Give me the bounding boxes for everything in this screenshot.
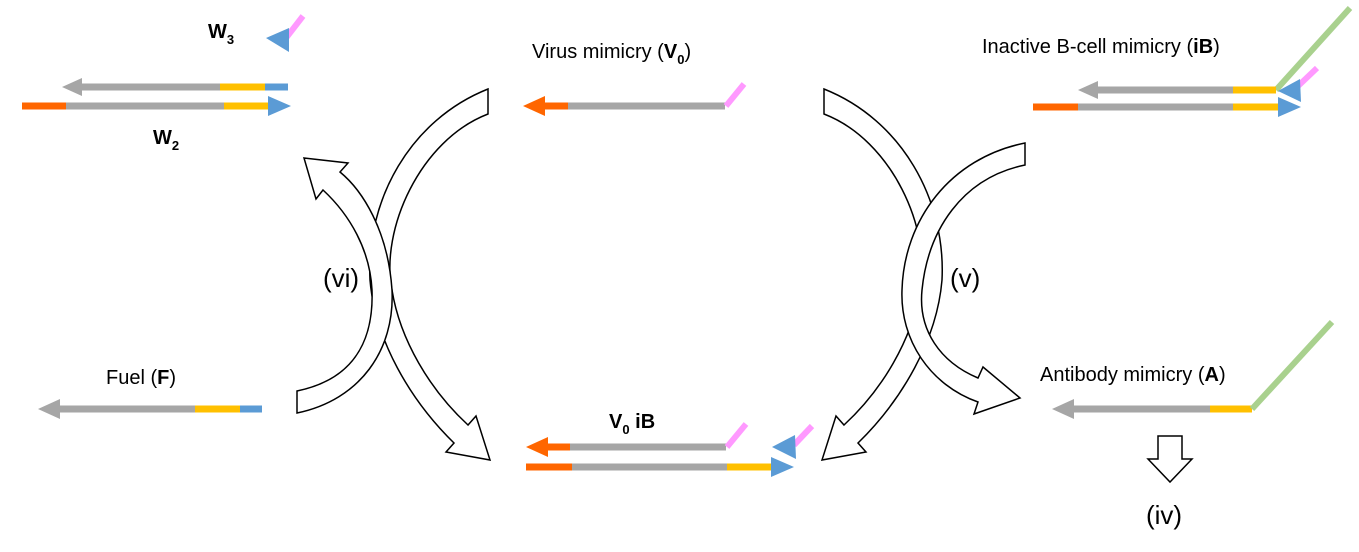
w2-label: W2 bbox=[153, 127, 179, 153]
ib-green-segment bbox=[1273, 5, 1353, 93]
w2-bottom-arrowhead bbox=[268, 96, 291, 116]
ib-blue-inhibitor bbox=[1278, 79, 1301, 102]
left-return-arrow bbox=[296, 157, 393, 414]
down-arrow-icon bbox=[1146, 435, 1194, 484]
w3-blue-arrowhead bbox=[266, 28, 289, 52]
antibody-label: Antibody mimicry (A) bbox=[1040, 364, 1226, 386]
virus-orange-arrowhead bbox=[523, 96, 545, 116]
virus-label: Virus mimicry (V0) bbox=[532, 41, 691, 67]
right-return-arrow bbox=[901, 142, 1026, 416]
fuel-strand bbox=[38, 399, 262, 419]
antibody-green-segment bbox=[1249, 319, 1335, 412]
w3-strand bbox=[266, 14, 306, 52]
complex-released-pink bbox=[791, 423, 815, 448]
fuel-arrowhead bbox=[38, 399, 60, 419]
w2-duplex bbox=[22, 78, 291, 116]
ib-bottom-arrowhead bbox=[1278, 97, 1301, 117]
complex-duplex bbox=[526, 422, 815, 477]
virus-strand bbox=[523, 82, 747, 116]
step-vi-label: (vi) bbox=[323, 263, 359, 293]
complex-bottom-arrowhead bbox=[771, 457, 794, 477]
antibody-arrowhead bbox=[1052, 399, 1074, 419]
inactive-bcell-duplex bbox=[1033, 5, 1353, 117]
ib-top-arrowhead bbox=[1078, 81, 1098, 99]
virus-pink-segment bbox=[723, 82, 747, 108]
inactive-bcell-label: Inactive B-cell mimicry (iB) bbox=[982, 36, 1220, 58]
step-iv-label: (iv) bbox=[1146, 500, 1182, 530]
complex-pink-segment bbox=[724, 422, 749, 449]
w2-top-arrowhead bbox=[62, 78, 82, 96]
complex-orange-arrowhead bbox=[526, 437, 548, 457]
antibody-strand bbox=[1052, 319, 1335, 419]
w3-label: W3 bbox=[208, 21, 234, 47]
fuel-label: Fuel (F) bbox=[106, 367, 176, 389]
left-curved-arrow bbox=[369, 87, 492, 461]
complex-label: V0 iB bbox=[609, 411, 655, 437]
complex-released-blue bbox=[772, 435, 796, 459]
step-v-label: (v) bbox=[950, 263, 980, 293]
